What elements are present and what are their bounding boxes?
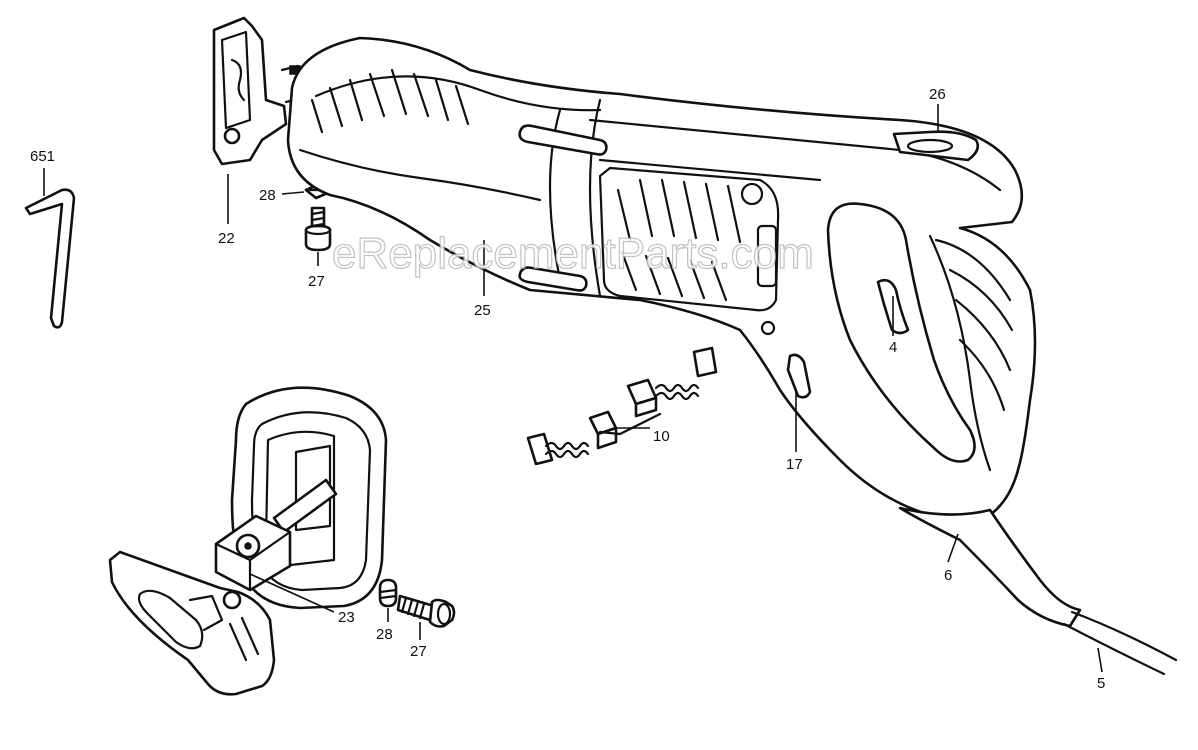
callout-23: 23 — [338, 609, 355, 626]
set-screw-part-bottom[interactable] — [378, 578, 398, 608]
hex-key-part[interactable] — [24, 188, 76, 329]
callout-28-bottom: 28 — [376, 626, 393, 643]
callout-27-bottom: 27 — [410, 643, 427, 660]
callout-17: 17 — [786, 456, 803, 473]
callout-5: 5 — [1097, 675, 1105, 692]
callout-28-top: 28 — [259, 187, 276, 204]
watermark-text: eReplacementParts.com — [332, 229, 814, 278]
callout-10: 10 — [653, 428, 670, 445]
callout-26: 26 — [929, 86, 946, 103]
saw-housing-part[interactable] — [286, 36, 1082, 628]
callout-labels: 651 22 28 27 25 26 4 10 17 23 28 27 6 5 — [30, 86, 1105, 692]
callout-651: 651 — [30, 148, 55, 165]
callout-22: 22 — [218, 230, 235, 247]
carbon-brush-set-part[interactable] — [526, 346, 718, 466]
callout-27-top: 27 — [308, 273, 325, 290]
cap-screw-part-top[interactable] — [304, 206, 332, 252]
cap-screw-part-bottom[interactable] — [396, 594, 456, 628]
power-cord-part[interactable] — [1062, 610, 1178, 676]
callout-4: 4 — [889, 339, 897, 356]
shoe-assembly-part[interactable] — [108, 386, 388, 696]
callout-25: 25 — [474, 302, 491, 319]
leader-lines — [43, 104, 1103, 673]
callout-6: 6 — [944, 567, 952, 584]
blade-clamp-part[interactable] — [212, 16, 304, 166]
